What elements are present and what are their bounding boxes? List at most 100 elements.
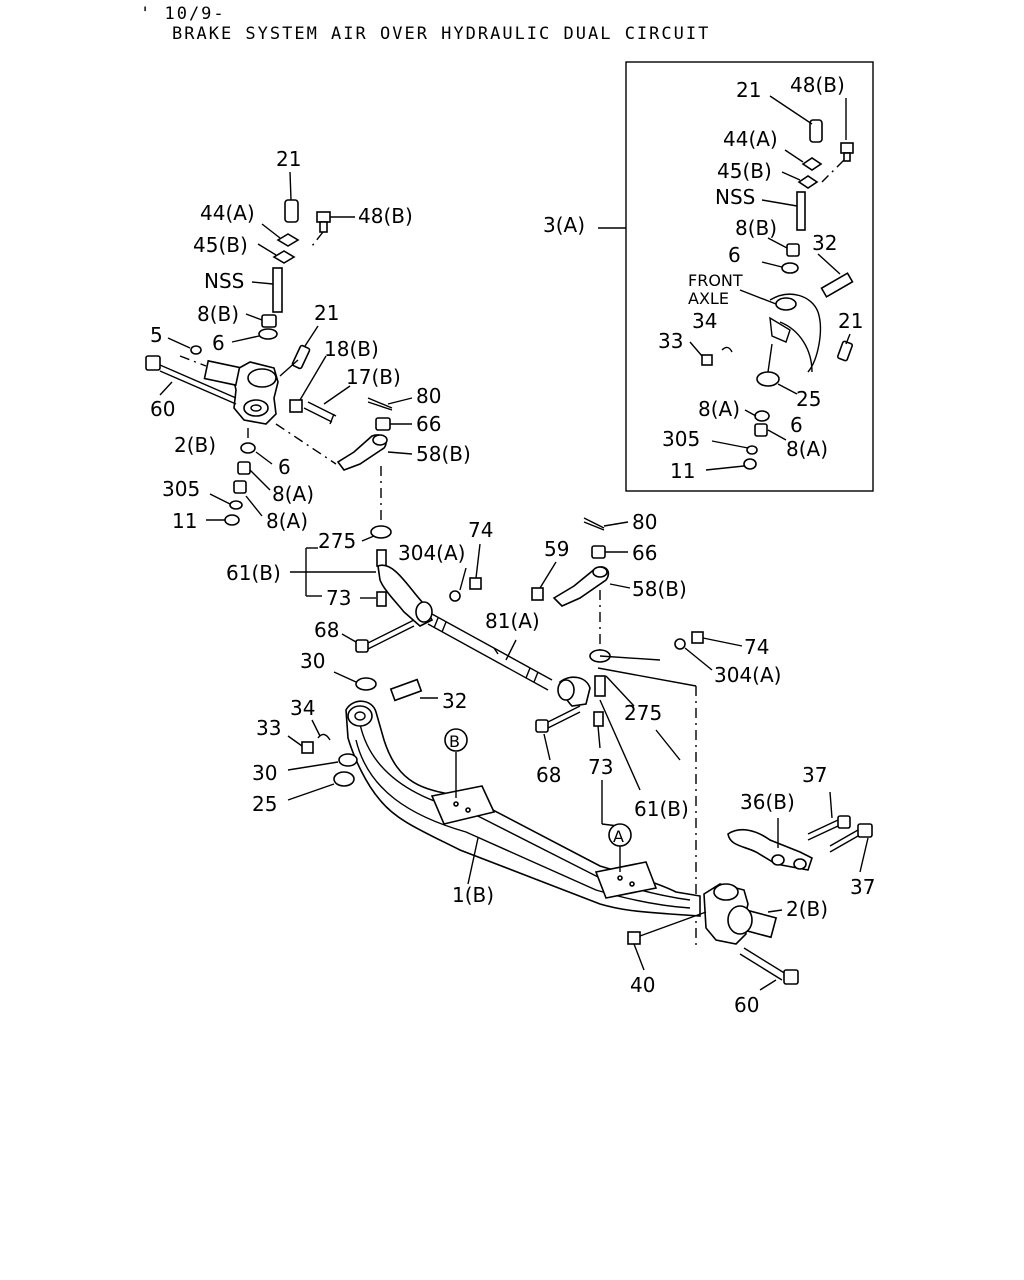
cotter-pin-80 — [367, 397, 393, 411]
label-58b-right: 58(B) — [632, 577, 687, 601]
right-knuckle-2b — [703, 883, 783, 945]
seal-305 — [229, 500, 243, 510]
label-36b: 36(B) — [740, 790, 795, 814]
label-59: 59 — [544, 537, 569, 561]
inset-label-6b: 6 — [790, 413, 803, 437]
label-305: 305 — [162, 477, 200, 501]
label-58b-left: 58(B) — [416, 442, 471, 466]
plate-45b — [272, 250, 296, 264]
label-275b: 275 — [624, 701, 662, 725]
label-37a: 37 — [802, 763, 827, 787]
label-33: 33 — [256, 716, 281, 740]
bushing-8a — [237, 461, 251, 475]
label-66b: 66 — [632, 541, 657, 565]
label-21b: 21 — [314, 301, 339, 325]
washer-6a — [258, 328, 278, 340]
ref-marker-a — [608, 823, 632, 847]
ref-marker-b — [444, 728, 468, 752]
label-30a: 30 — [300, 649, 325, 673]
label-73a: 73 — [326, 586, 351, 610]
right-steering-arm-group — [531, 517, 743, 827]
bolt-68a — [355, 639, 369, 653]
label-30b: 30 — [252, 761, 277, 785]
label-60b: 60 — [734, 993, 759, 1017]
spring-pad-a — [594, 861, 658, 899]
washer-304a — [449, 590, 461, 602]
label-73b: 73 — [588, 755, 613, 779]
inset-label-305: 305 — [662, 427, 700, 451]
label-8b: 8(B) — [197, 302, 239, 326]
label-18b: 18(B) — [324, 337, 379, 361]
bolt-60b — [739, 947, 799, 985]
inset-callout: 3(A) — [543, 213, 585, 237]
inset-axle-end — [769, 293, 822, 373]
left-tie-rod-end-61b — [290, 525, 482, 653]
inset-washer-6b — [754, 410, 770, 422]
castle-nut-66 — [375, 417, 391, 431]
ref-marker-b-text: B — [449, 732, 460, 751]
inset-label-front: FRONT — [688, 271, 743, 290]
bolt-37a — [807, 815, 851, 841]
label-81a: 81(A) — [485, 609, 540, 633]
castle-nut-66b — [591, 545, 606, 559]
label-61b-right: 61(B) — [634, 797, 689, 821]
ref-marker-a-text: A — [613, 827, 624, 846]
label-2b-left: 2(B) — [174, 433, 216, 457]
inset-label-33: 33 — [658, 329, 683, 353]
inset-plate-45b — [797, 175, 819, 189]
inset-nss-rod — [796, 191, 806, 231]
diagram-title: BRAKE SYSTEM AIR OVER HYDRAULIC DUAL CIR… — [172, 24, 711, 44]
clip-34 — [317, 733, 331, 741]
nut-74b — [691, 631, 704, 644]
label-304a-left: 304(A) — [398, 541, 465, 565]
inset-seal-305 — [746, 445, 758, 455]
label-68b: 68 — [536, 763, 561, 787]
nut-40 — [627, 931, 641, 945]
inset-plate-44a — [801, 157, 823, 171]
nut-74a — [469, 577, 482, 590]
label-60a: 60 — [150, 397, 175, 421]
inset-group: 3(A) — [543, 61, 874, 492]
label-37b: 37 — [850, 875, 875, 899]
sensor-21 — [284, 199, 299, 223]
plate-44a — [276, 233, 300, 247]
label-nss: NSS — [204, 269, 244, 293]
inset-label-48b: 48(B) — [790, 73, 845, 97]
bolt-68b — [535, 719, 549, 733]
label-2b-right: 2(B) — [786, 897, 828, 921]
inset-label-25: 25 — [796, 387, 821, 411]
stud-17b — [303, 401, 337, 425]
washer-30b — [338, 753, 358, 767]
nss-rod — [272, 267, 283, 313]
bolt-37b — [829, 823, 873, 853]
inset-sensor-21b — [836, 340, 854, 362]
inset-clip-34 — [721, 346, 733, 353]
inset-frame — [625, 61, 874, 492]
date-code: ' 10/9- — [140, 4, 226, 24]
grease-nipple-5 — [190, 345, 202, 355]
inset-label-32: 32 — [812, 231, 837, 255]
inset-label-44a: 44(A) — [723, 127, 778, 151]
front-axle-beam-1b — [345, 700, 701, 917]
inset-washer-6 — [781, 262, 799, 274]
pin-32 — [389, 678, 423, 702]
inset-washer-25 — [756, 371, 780, 387]
cotter-pin-80b — [583, 517, 605, 531]
bushing-8b — [261, 314, 277, 328]
label-8a2: 8(A) — [266, 509, 308, 533]
inset-label-21b: 21 — [838, 309, 863, 333]
label-304a-right: 304(A) — [714, 663, 781, 687]
bushing-8a-2 — [233, 480, 247, 494]
inset-label-8a1: 8(A) — [698, 397, 740, 421]
inset-cap-11 — [743, 458, 757, 470]
label-40: 40 — [630, 973, 655, 997]
knuckle-2b — [179, 355, 279, 425]
dust-boot-275a — [370, 525, 392, 539]
inset-bushing-8a — [754, 423, 768, 437]
inset-label-34: 34 — [692, 309, 717, 333]
label-6b: 6 — [278, 455, 291, 479]
label-61b-left: 61(B) — [226, 561, 281, 585]
nut-59 — [531, 587, 544, 601]
label-68a: 68 — [314, 618, 339, 642]
